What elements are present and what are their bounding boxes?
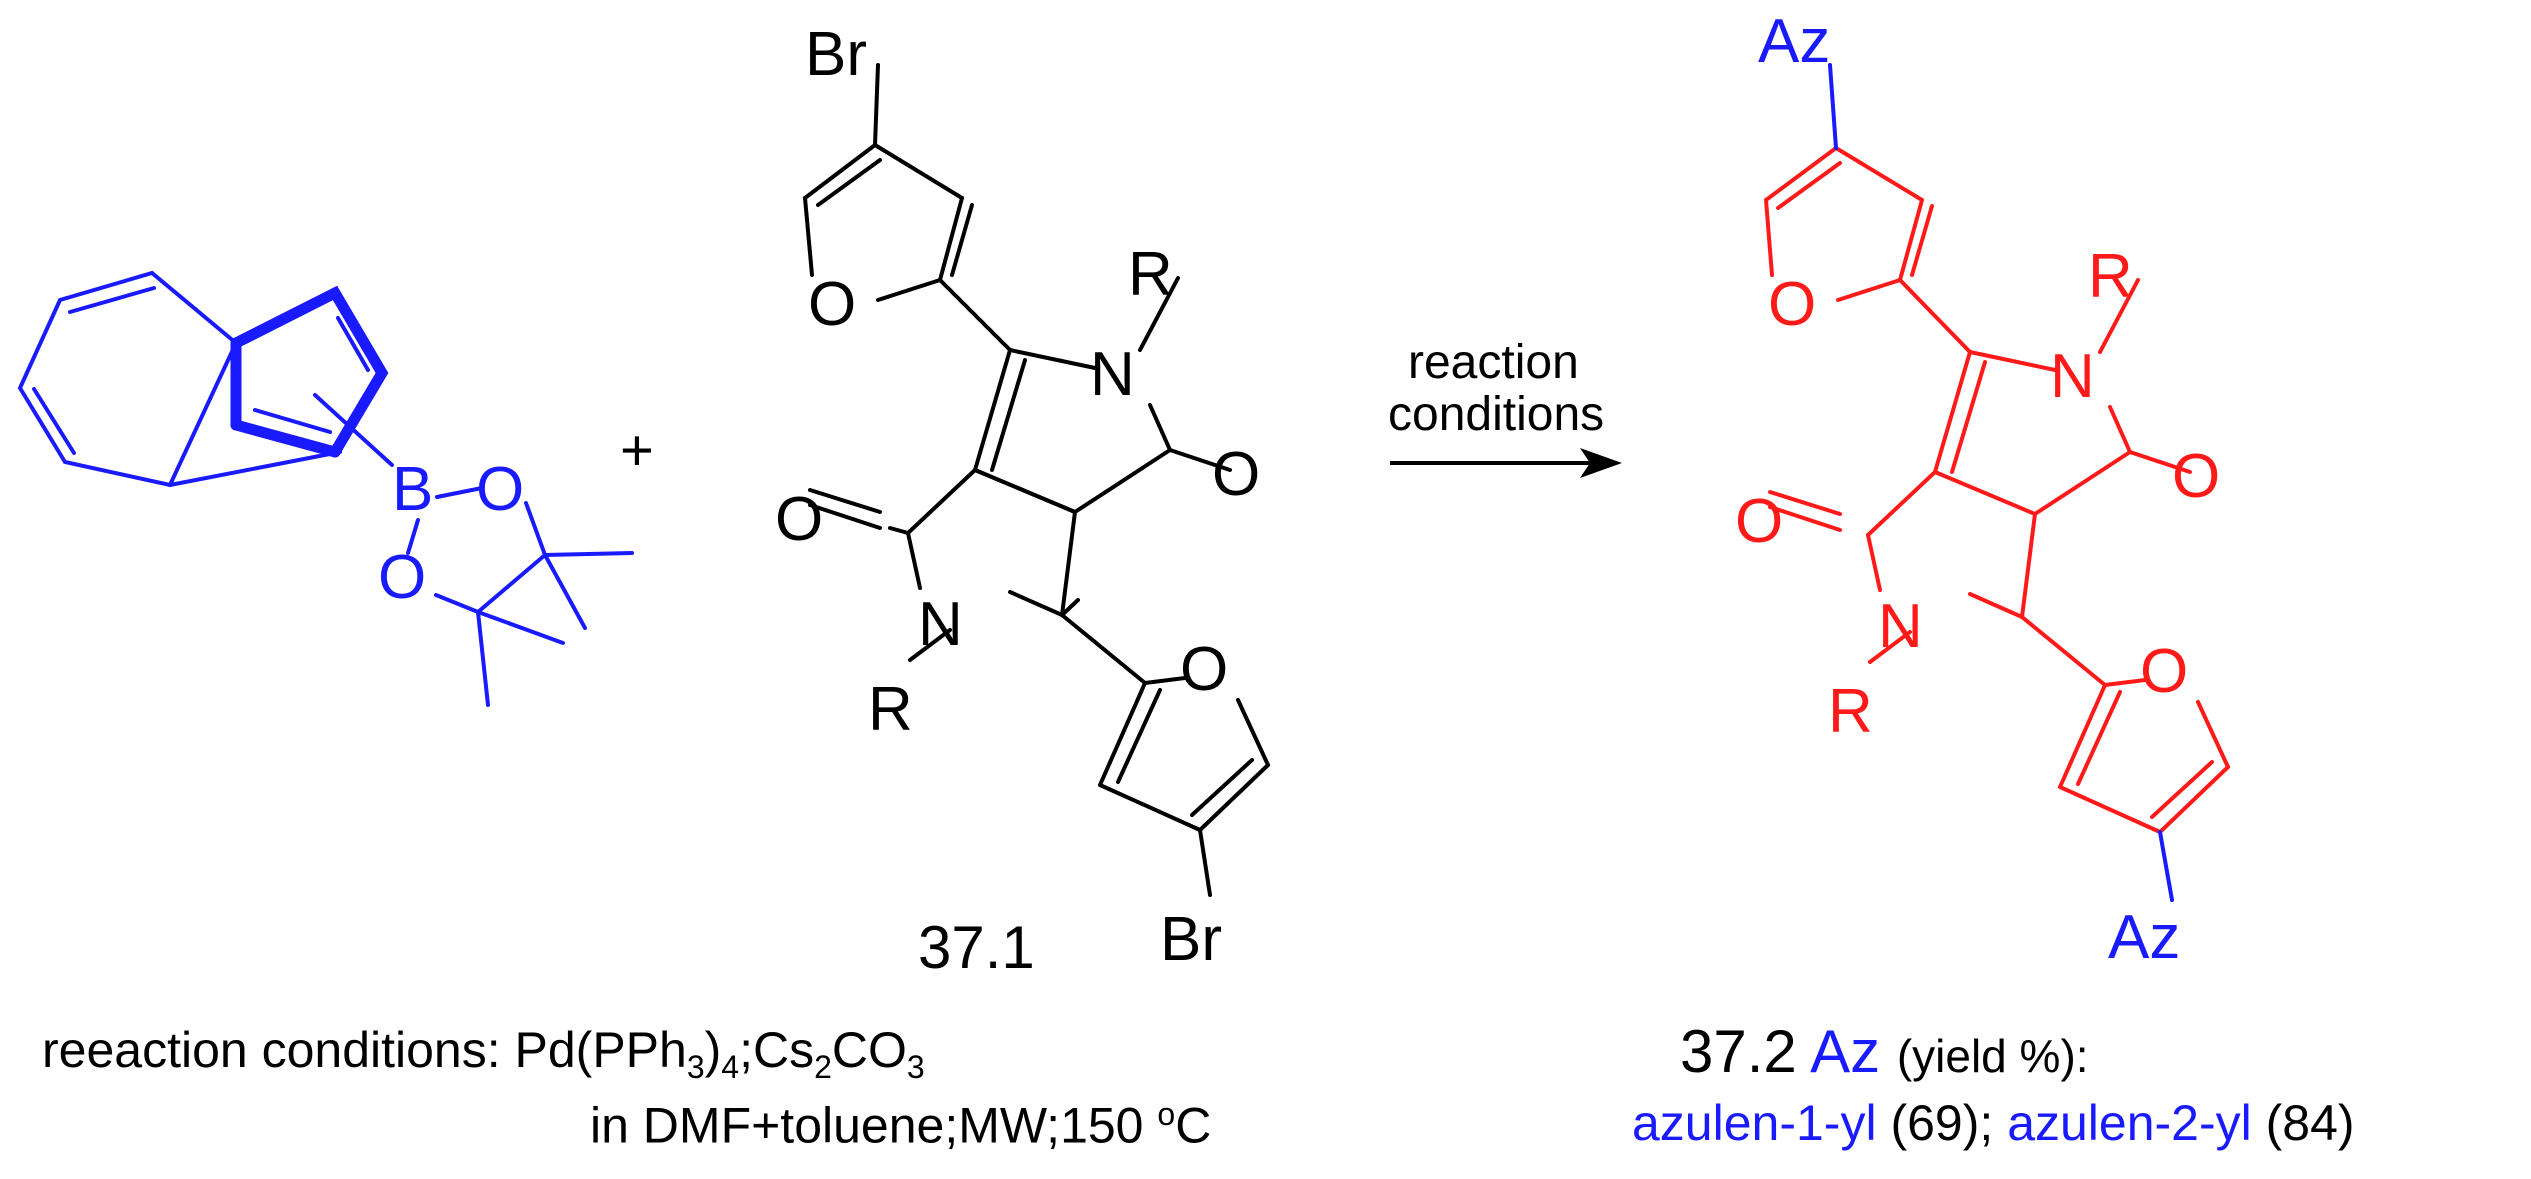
yield-entry-name: azulen-2-yl — [2007, 1095, 2252, 1151]
atom-label-r: R — [2088, 242, 2133, 311]
product-az-label: Az — [1810, 1018, 1881, 1085]
atom-label-b: B — [392, 455, 433, 524]
yield-entry-value: (69) — [1890, 1095, 1980, 1151]
atom-label-r: R — [1828, 677, 1873, 746]
yield-entry-value: (84) — [2265, 1095, 2355, 1151]
arrow-label-line-1: reaction — [1408, 336, 1579, 389]
product-structure — [1764, 146, 2230, 834]
reaction-arrow: reaction conditions — [1388, 336, 1622, 478]
product-id: 37.2 — [1680, 1018, 1797, 1085]
atom-label-o: O — [378, 543, 426, 612]
atom-label-r: R — [1128, 240, 1173, 309]
product-atom-labels: O R N O O N R O — [1735, 242, 2220, 746]
atom-label-n: N — [1878, 592, 1923, 661]
atom-label-o: O — [1180, 635, 1228, 704]
compound-label-37-1: 37.1 — [918, 914, 1035, 981]
atom-label-n: N — [1090, 340, 1135, 409]
reaction-conditions-line-2: in DMF+toluene;MW;150 oC — [590, 1096, 1212, 1154]
atom-label-az: Az — [1758, 7, 1830, 76]
product-yield-header: 37.2 Az (yield %): — [1680, 1022, 2089, 1082]
atom-label-o: O — [2172, 442, 2220, 511]
azulene-boronate-atom-labels: B O O — [378, 455, 524, 612]
dibromofuryl-dpp-structure — [803, 63, 1270, 897]
atom-label-o: O — [1735, 487, 1783, 556]
atom-label-br: Br — [1160, 905, 1222, 974]
product-az-labels: Az Az — [1758, 7, 2180, 972]
dibromofuryl-dpp-atom-labels: Br O R N O O N R O Br — [775, 20, 1260, 974]
atom-label-r: R — [868, 675, 913, 744]
product-yield-list: azulen-1-yl (69); azulen-2-yl (84) — [1632, 1095, 2355, 1151]
atom-label-o: O — [775, 485, 823, 554]
yield-label: (yield %): — [1896, 1030, 2089, 1082]
reaction-conditions-line-1: reeaction conditions: Pd(PPh3)4;Cs2CO3 — [42, 1022, 925, 1085]
atom-label-o: O — [476, 455, 524, 524]
azulene-boronate-structure — [17, 270, 634, 707]
product-az-bonds — [1828, 63, 2174, 902]
yield-entry-name: azulen-1-yl — [1632, 1095, 1877, 1151]
atom-label-o: O — [1768, 270, 1816, 339]
atom-label-o: O — [1212, 440, 1260, 509]
atom-label-n: N — [2050, 342, 2095, 411]
atom-label-az: Az — [2108, 903, 2180, 972]
plus-sign: + — [620, 418, 654, 483]
atom-label-o: O — [2140, 637, 2188, 706]
arrow-label-line-2: conditions — [1388, 388, 1604, 441]
atom-label-n: N — [918, 590, 963, 659]
atom-label-o: O — [808, 270, 856, 339]
atom-label-br: Br — [805, 20, 867, 89]
